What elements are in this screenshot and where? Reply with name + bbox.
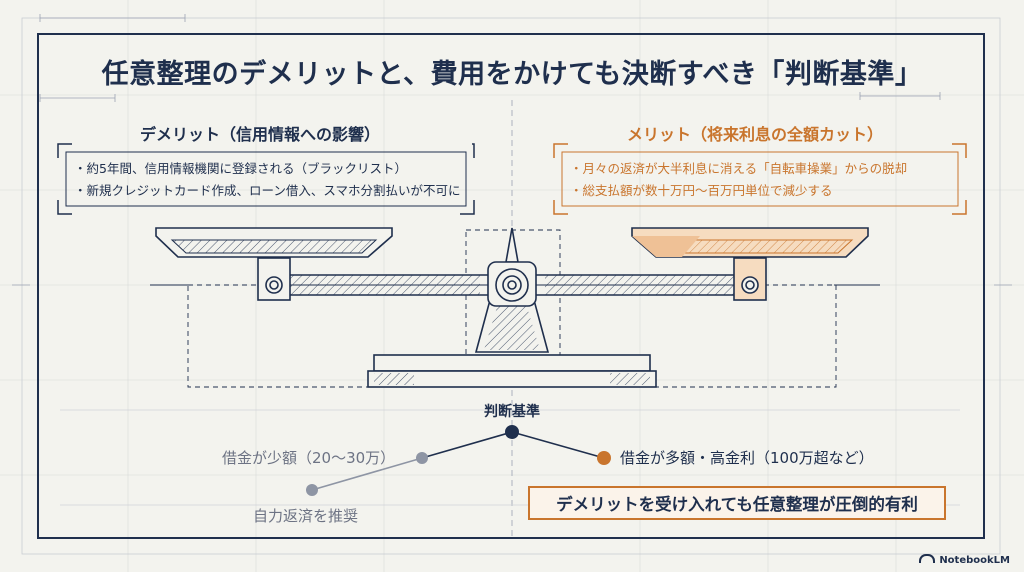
demerit-list: ・約5年間、信用情報機関に登録される（ブラックリスト） ・新規クレジットカード作… bbox=[74, 158, 461, 202]
merit-item: ・総支払額が数十万円〜百万円単位で減少する bbox=[570, 183, 833, 198]
demerit-item: ・約5年間、信用情報機関に登録される（ブラックリスト） bbox=[74, 161, 407, 176]
merit-item: ・月々の返済が大半利息に消える「自転車操業」からの脱却 bbox=[570, 161, 908, 176]
merit-list: ・月々の返済が大半利息に消える「自転車操業」からの脱却 ・総支払額が数十万円〜百… bbox=[570, 158, 907, 202]
criteria-node bbox=[505, 425, 519, 439]
notebooklm-watermark: NotebookLM bbox=[919, 554, 1010, 566]
conclusion-box: デメリットを受け入れても任意整理が圧倒的有利 bbox=[528, 486, 946, 520]
small-debt-label: 借金が少額（20〜30万） bbox=[222, 449, 396, 467]
criteria-label: 判断基準 bbox=[484, 404, 540, 420]
self-repay-node bbox=[306, 484, 318, 496]
small-debt-node bbox=[416, 452, 428, 464]
decision-lines bbox=[311, 431, 605, 491]
demerit-heading: デメリット（信用情報への影響） bbox=[139, 125, 380, 144]
demerit-item: ・新規クレジットカード作成、ローン借入、スマホ分割払いが不可に bbox=[74, 183, 461, 198]
merit-box bbox=[553, 143, 967, 215]
notebooklm-logo-icon bbox=[919, 554, 936, 563]
demerit-box bbox=[57, 143, 475, 215]
page-title: 任意整理のデメリットと、費用をかけても決断すべき「判断基準」 bbox=[101, 59, 923, 90]
watermark-text: NotebookLM bbox=[939, 555, 1010, 566]
outer-frame bbox=[37, 33, 985, 539]
balance-scale bbox=[150, 227, 880, 388]
self-repay-label: 自力返済を推奨 bbox=[253, 507, 359, 525]
large-debt-label: 借金が多額・高金利（100万超など） bbox=[620, 449, 874, 467]
merit-heading: メリット（将来利息の全額カット） bbox=[626, 125, 883, 144]
large-debt-node bbox=[597, 451, 611, 465]
